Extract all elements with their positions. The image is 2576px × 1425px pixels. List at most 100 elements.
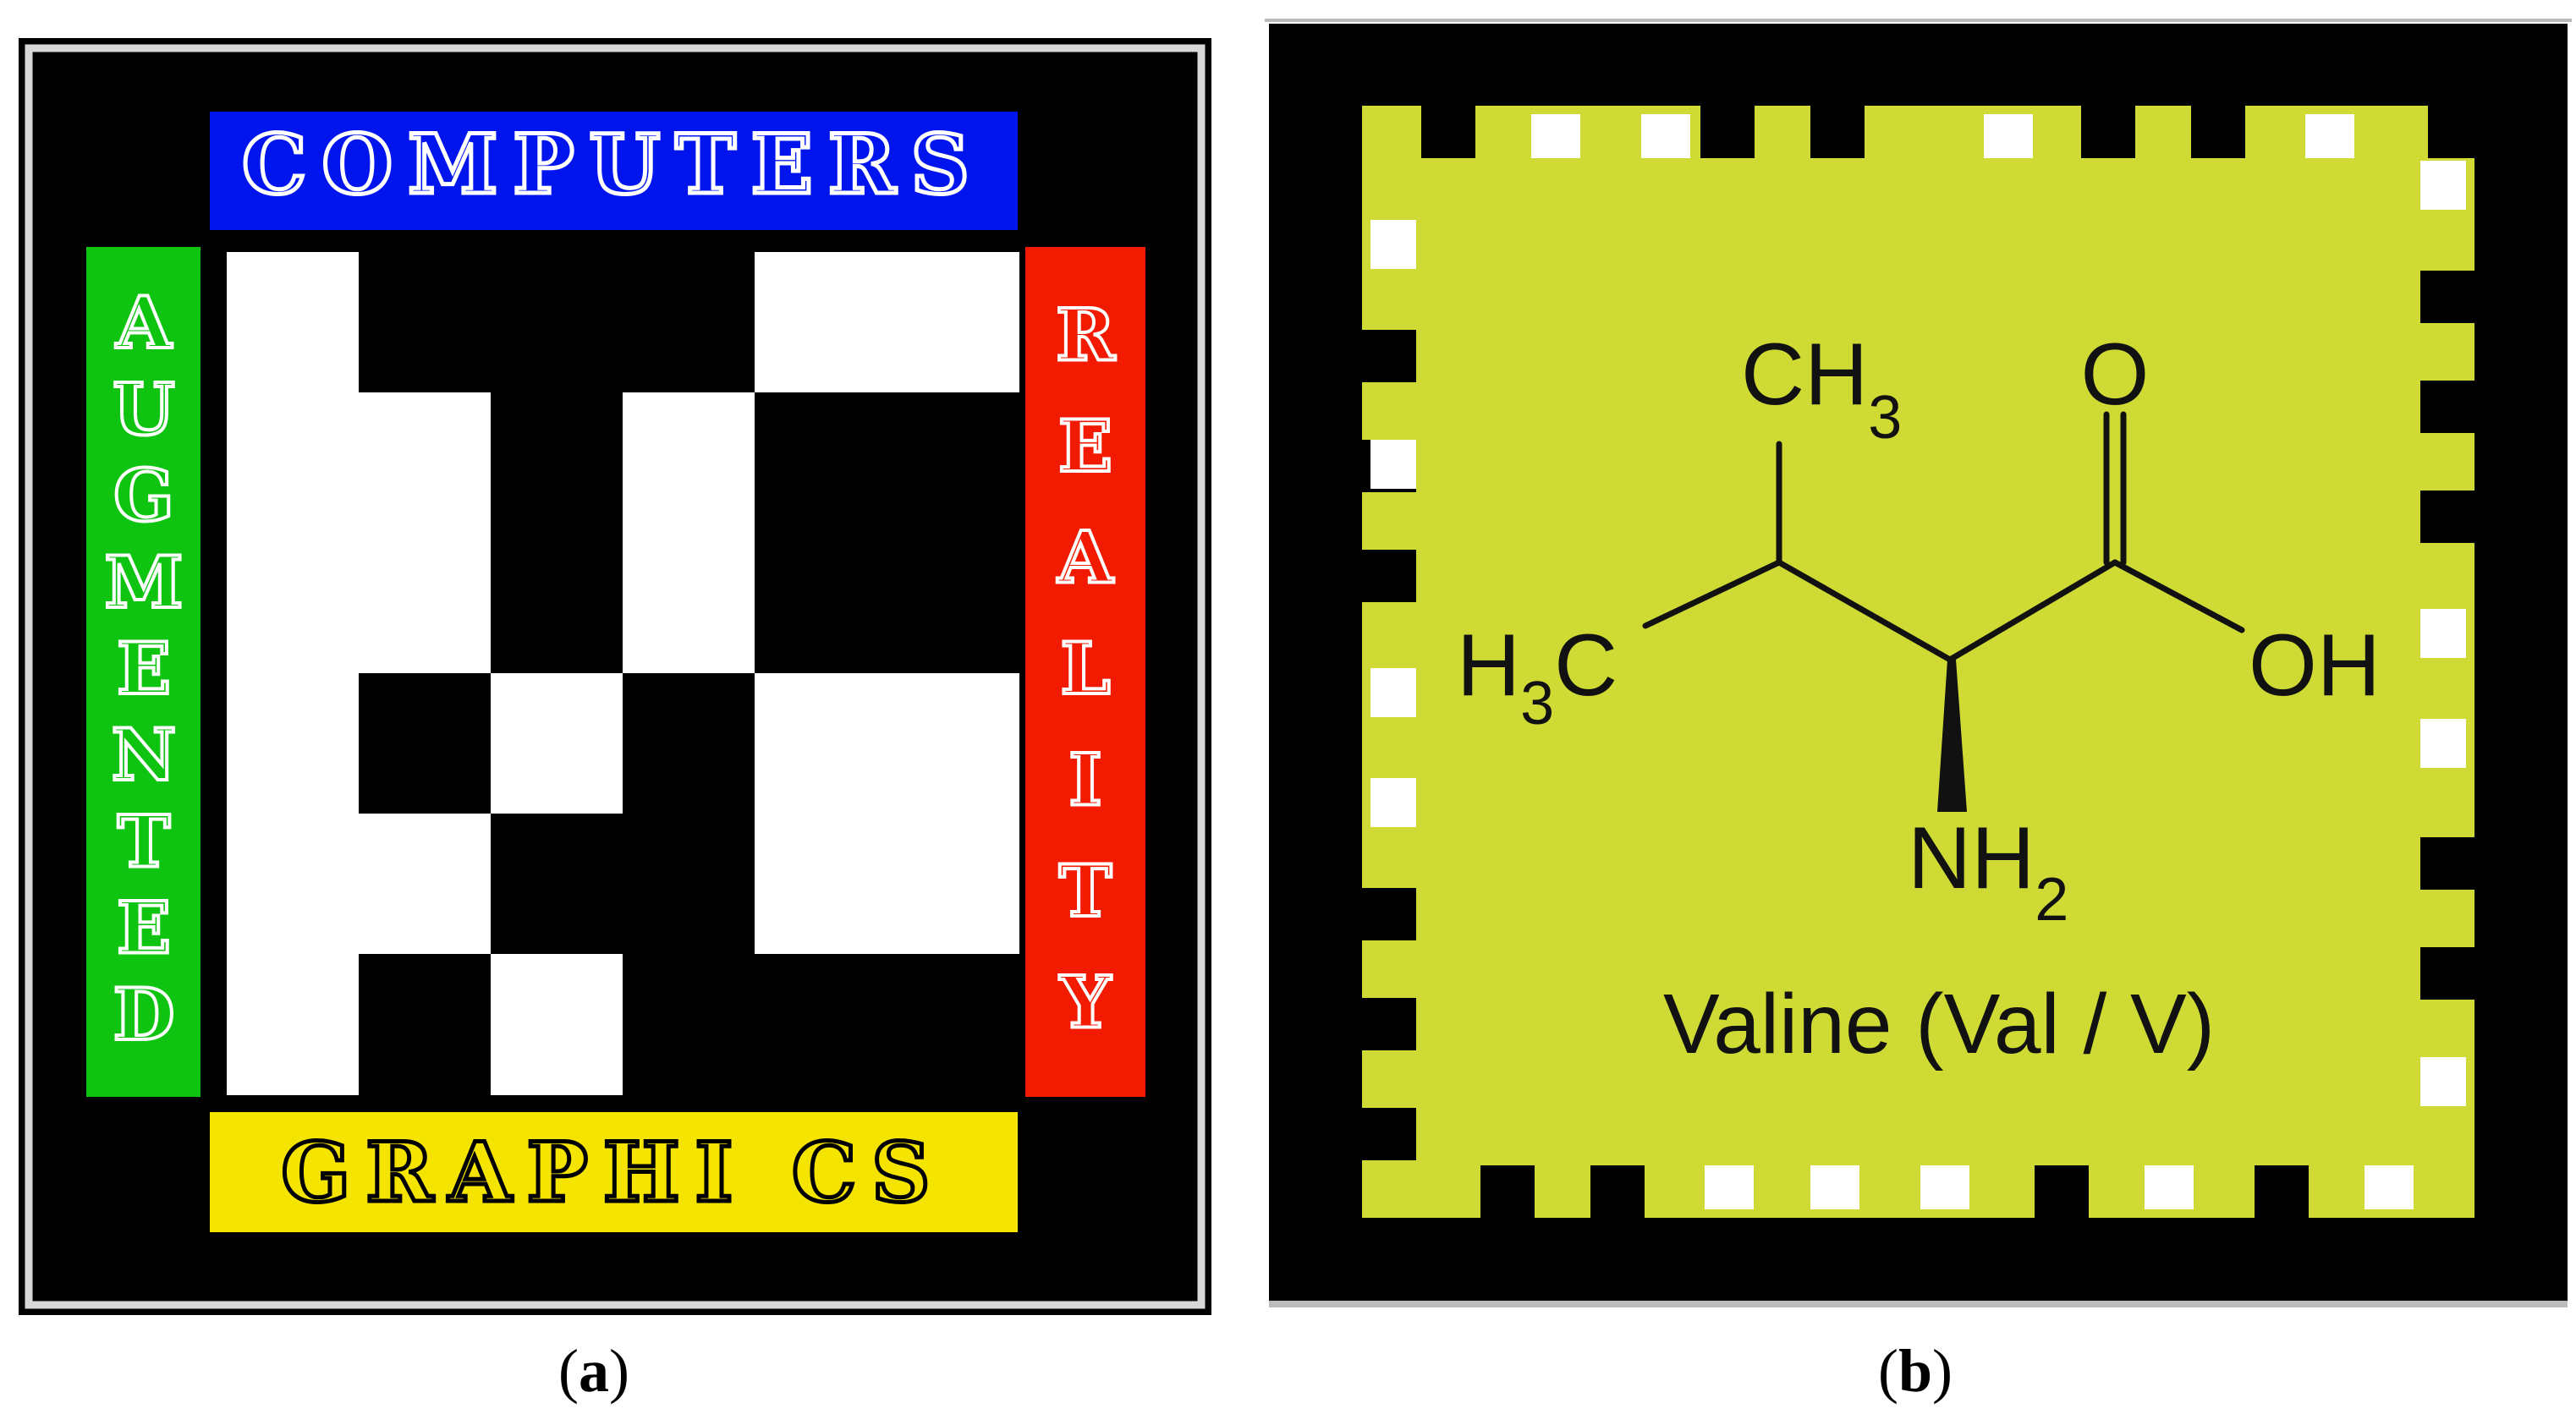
border-square: [1984, 114, 2033, 158]
border-square: [2420, 491, 2474, 543]
marker-cell: [623, 673, 755, 814]
marker-cell: [623, 252, 755, 393]
border-square: [2305, 114, 2354, 158]
h3c-h-label: H: [1457, 617, 1520, 715]
border-square: [1590, 1165, 1645, 1218]
augmented-banner: [86, 247, 200, 1097]
marker-cell: [359, 814, 492, 955]
border-square: [1421, 106, 1475, 158]
graphics-banner: [210, 1112, 1018, 1232]
marker-cell: [491, 814, 623, 955]
caption-a-letter: a: [578, 1337, 609, 1405]
marker-cell: [359, 533, 492, 674]
border-square: [1370, 668, 1416, 717]
caption-a: (a): [558, 1337, 629, 1405]
vertical-letter: T: [118, 799, 171, 883]
marker-cell: [491, 954, 623, 1095]
ch3-top-label: CH: [1741, 326, 1868, 424]
marker-cell: [227, 252, 360, 393]
marker-cell: [359, 673, 492, 814]
border-square: [2420, 837, 2474, 890]
computers-label: COMPUTERS: [242, 117, 985, 212]
reality-banner: [1025, 247, 1145, 1097]
oxygen-label: O: [2081, 326, 2150, 424]
marker-cell: [887, 673, 1019, 814]
marker-cell: [755, 673, 887, 814]
border-square: [2420, 1057, 2466, 1106]
marker-cell: [359, 252, 492, 393]
vertical-letter: E: [117, 627, 171, 710]
marker-cell: [491, 533, 623, 674]
border-square: [2420, 947, 2474, 1000]
border-square: [2420, 271, 2474, 323]
marker-cell: [227, 392, 360, 534]
marker-cell: [491, 252, 623, 393]
vertical-letter: A: [115, 281, 173, 364]
marker-grid: [227, 252, 1019, 1095]
border-square: [2145, 1165, 2194, 1209]
vertical-letter: E: [117, 886, 171, 970]
marker-cell: [623, 814, 755, 955]
marker-cell: [359, 392, 492, 534]
border-square: [1362, 330, 1416, 382]
border-square: [2420, 719, 2466, 768]
amine-label: NH: [1908, 809, 2035, 907]
marker-cell: [623, 533, 755, 674]
marker-cell: [755, 252, 887, 393]
border-square: [1362, 998, 1416, 1050]
marker-cell: [887, 392, 1019, 534]
border-square: [1370, 778, 1416, 827]
border-square: [2428, 106, 2482, 158]
vertical-letter: R: [1056, 293, 1116, 377]
border-square: [2420, 161, 2466, 210]
vertical-letter: Y: [1059, 960, 1112, 1044]
valine-name: Valine (Val / V): [1663, 977, 2215, 1071]
border-square: [2420, 381, 2474, 433]
border-square: [1810, 106, 1865, 158]
border-square: [2035, 1165, 2089, 1218]
border-square: [1641, 114, 1690, 158]
marker-cell: [491, 673, 623, 814]
ch3-top-subscript: 3: [1868, 384, 1902, 452]
border-square: [1480, 1165, 1535, 1218]
amine-subscript: 2: [2035, 866, 2068, 934]
marker-cell: [491, 392, 623, 534]
wedge-bond: [1937, 660, 1967, 812]
border-square: [2081, 106, 2135, 158]
marker-cell: [359, 954, 492, 1095]
marker-cell: [755, 814, 887, 955]
border-square: [1920, 1165, 1969, 1209]
vertical-letter: G: [113, 454, 174, 538]
caption-b-letter: b: [1898, 1337, 1933, 1405]
border-square: [2365, 1165, 2414, 1209]
marker-cell: [755, 954, 887, 1095]
vertical-letter: M: [105, 540, 184, 624]
border-square: [1705, 1165, 1754, 1209]
border-square: [2255, 1165, 2309, 1218]
computers-banner: [210, 112, 1018, 230]
vertical-letter: L: [1060, 627, 1110, 710]
caption-b: (b): [1878, 1337, 1953, 1405]
marker-border-squares: [1362, 106, 2482, 1218]
border-square: [2420, 609, 2466, 658]
vertical-letter: A: [1057, 516, 1114, 600]
valine-background: [1362, 106, 2474, 1218]
svg-text:H3C: H3C: [1457, 617, 1618, 737]
marker-cell: [887, 252, 1019, 393]
border-square: [1810, 1165, 1859, 1209]
border-square: [1362, 888, 1416, 940]
border-square: [1370, 440, 1416, 489]
marker-cell: [227, 814, 360, 955]
border-square: [2191, 106, 2245, 158]
vertical-letter: T: [1059, 849, 1112, 933]
h3c-subscript: 3: [1520, 670, 1554, 737]
border-square: [1531, 114, 1580, 158]
valine-bonds: [1642, 411, 2245, 663]
marker-cell: [227, 533, 360, 674]
vertical-letter: I: [1068, 737, 1101, 821]
marker-cell: [227, 954, 360, 1095]
